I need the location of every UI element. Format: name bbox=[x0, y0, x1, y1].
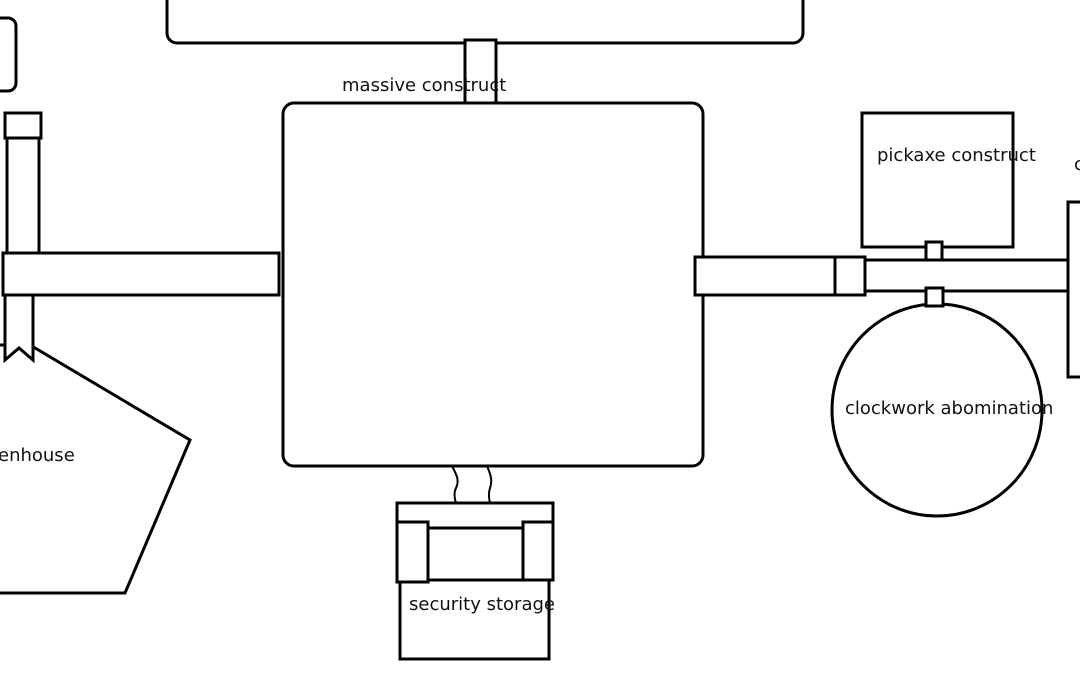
massive-construct-room bbox=[281, 101, 705, 468]
label-clockwork-abomination: clockwork abomination bbox=[845, 398, 1053, 419]
label-pickaxe-construct: pickaxe construct bbox=[877, 145, 1036, 166]
top-left-room bbox=[0, 16, 18, 93]
clockwork-connector bbox=[924, 286, 945, 308]
hose-left bbox=[451, 465, 459, 504]
far-right-room bbox=[1066, 200, 1080, 379]
pickaxe-construct-room bbox=[860, 111, 1015, 249]
label-offscreen-room: c bbox=[1074, 154, 1080, 175]
greenhouse-room bbox=[0, 343, 192, 595]
security-storage-left-post bbox=[395, 520, 430, 584]
label-greenhouse: enhouse bbox=[0, 445, 75, 466]
left-horizontal-corridor bbox=[1, 251, 281, 297]
right-corridor-joint bbox=[833, 255, 867, 297]
hose-right bbox=[486, 465, 493, 504]
left-corridor-cap bbox=[3, 111, 43, 140]
label-massive-construct: massive construct bbox=[342, 75, 506, 96]
pickaxe-connector bbox=[924, 240, 944, 262]
label-security-storage: security storage bbox=[409, 594, 555, 615]
right-corridor-extension bbox=[858, 258, 1070, 293]
top-room bbox=[165, 0, 805, 45]
security-storage-right-post bbox=[521, 520, 555, 582]
